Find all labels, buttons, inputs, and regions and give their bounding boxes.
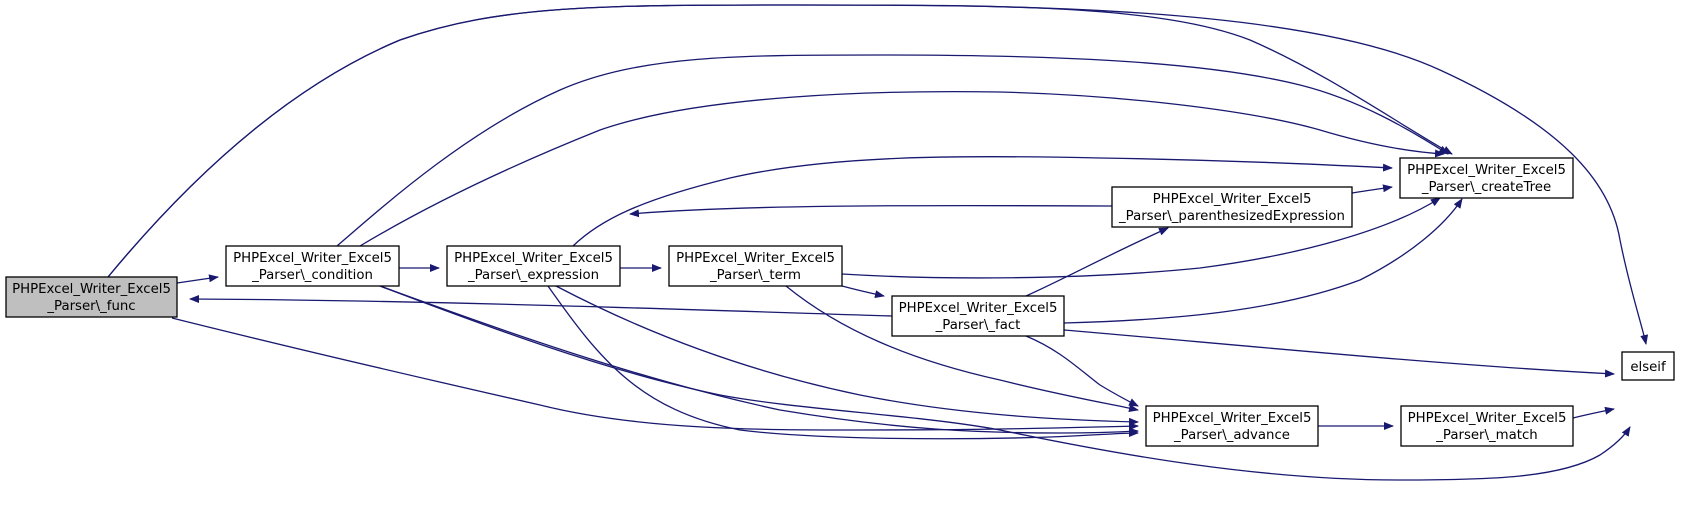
node-label-line2-expression: _Parser\_expression — [467, 268, 599, 283]
node-box-func[interactable] — [5, 276, 178, 318]
node-box-paren[interactable] — [1111, 186, 1353, 228]
node-match[interactable]: PHPExcel_Writer_Excel5 _Parser\_match — [1400, 405, 1574, 447]
edge-condition-to-elseif — [379, 285, 1631, 481]
edge-match-to-elseif — [1572, 406, 1615, 419]
node-label-line1-func: PHPExcel_Writer_Excel5 — [12, 282, 171, 297]
edge-term-to-createTree — [841, 197, 1441, 279]
edge-term-to-fact — [841, 285, 885, 299]
edges-layer — [107, 4, 1649, 481]
edge-fact-to-elseif — [1063, 329, 1615, 378]
node-box-condition[interactable] — [225, 245, 400, 287]
node-box-fact[interactable] — [891, 295, 1065, 337]
node-label-line2-condition: _Parser\_condition — [251, 268, 373, 283]
edge-expression-to-advance — [547, 285, 1139, 440]
node-func[interactable]: PHPExcel_Writer_Excel5 _Parser\_func — [5, 276, 178, 318]
edge-func-to-elseif — [107, 4, 1649, 345]
node-box-elseif[interactable] — [1621, 351, 1675, 381]
node-label-line1-elseif: elseif — [1630, 360, 1666, 375]
edge-fact-to-paren — [1025, 227, 1169, 297]
node-label-line1-paren: PHPExcel_Writer_Excel5 — [1153, 192, 1312, 207]
node-label-line1-term: PHPExcel_Writer_Excel5 — [676, 251, 835, 266]
node-label-line1-match: PHPExcel_Writer_Excel5 — [1408, 411, 1567, 426]
edge-func-to-advance — [171, 317, 1139, 431]
edge-expression-to-advance — [555, 285, 1139, 426]
node-advance[interactable]: PHPExcel_Writer_Excel5 _Parser\_advance — [1145, 405, 1319, 447]
edge-condition-to-createTree — [336, 54, 1449, 247]
node-label-line1-expression: PHPExcel_Writer_Excel5 — [454, 251, 613, 266]
edge-func-to-condition — [176, 274, 219, 284]
node-paren[interactable]: PHPExcel_Writer_Excel5 _Parser\_parenthes… — [1111, 186, 1353, 228]
edge-expression-to-createTree — [572, 155, 1393, 247]
node-condition[interactable]: PHPExcel_Writer_Excel5 _Parser\_condition — [225, 245, 400, 287]
node-label-line2-func: _Parser\_func — [46, 299, 135, 314]
node-label-line2-advance: _Parser\_advance — [1173, 428, 1290, 443]
node-label-line2-term: _Parser\_term — [709, 268, 801, 283]
node-box-expression[interactable] — [446, 245, 621, 287]
node-label-line2-paren: _Parser\_parenthesizedExpression — [1118, 209, 1345, 224]
node-term[interactable]: PHPExcel_Writer_Excel5 _Parser\_term — [668, 245, 843, 287]
node-label-line1-createTree: PHPExcel_Writer_Excel5 — [1407, 163, 1566, 178]
node-fact[interactable]: PHPExcel_Writer_Excel5 _Parser\_fact — [891, 295, 1065, 337]
node-box-advance[interactable] — [1145, 405, 1319, 447]
node-elseif[interactable]: elseif — [1621, 351, 1675, 381]
edge-fact-to-createTree — [1063, 198, 1463, 324]
edge-paren-to-expression — [629, 204, 1113, 218]
node-label-line2-match: _Parser\_match — [1435, 428, 1537, 443]
node-createTree[interactable]: PHPExcel_Writer_Excel5 _Parser\_createTre… — [1399, 157, 1574, 199]
node-label-line2-fact: _Parser\_fact — [935, 318, 1021, 333]
edge-func-to-createTree — [107, 4, 1453, 278]
edge-fact-to-func — [189, 295, 893, 317]
node-box-createTree[interactable] — [1399, 157, 1574, 199]
node-label-line1-condition: PHPExcel_Writer_Excel5 — [233, 251, 392, 266]
node-expression[interactable]: PHPExcel_Writer_Excel5 _Parser\_expressio… — [446, 245, 621, 287]
node-box-match[interactable] — [1400, 405, 1574, 447]
node-label-line1-fact: PHPExcel_Writer_Excel5 — [899, 301, 1058, 316]
node-label-line1-advance: PHPExcel_Writer_Excel5 — [1153, 411, 1312, 426]
edge-condition-to-createTree — [359, 90, 1445, 247]
node-label-line2-createTree: _Parser\_createTree — [1421, 180, 1551, 195]
nodes-layer: PHPExcel_Writer_Excel5_Parser\_funcPHPEx… — [5, 157, 1675, 447]
edge-paren-to-createTree — [1351, 184, 1393, 194]
edge-fact-to-advance — [1025, 335, 1139, 407]
edge-condition-to-advance — [379, 285, 1139, 436]
node-box-term[interactable] — [668, 245, 843, 287]
edge-term-to-advance — [785, 285, 1139, 413]
